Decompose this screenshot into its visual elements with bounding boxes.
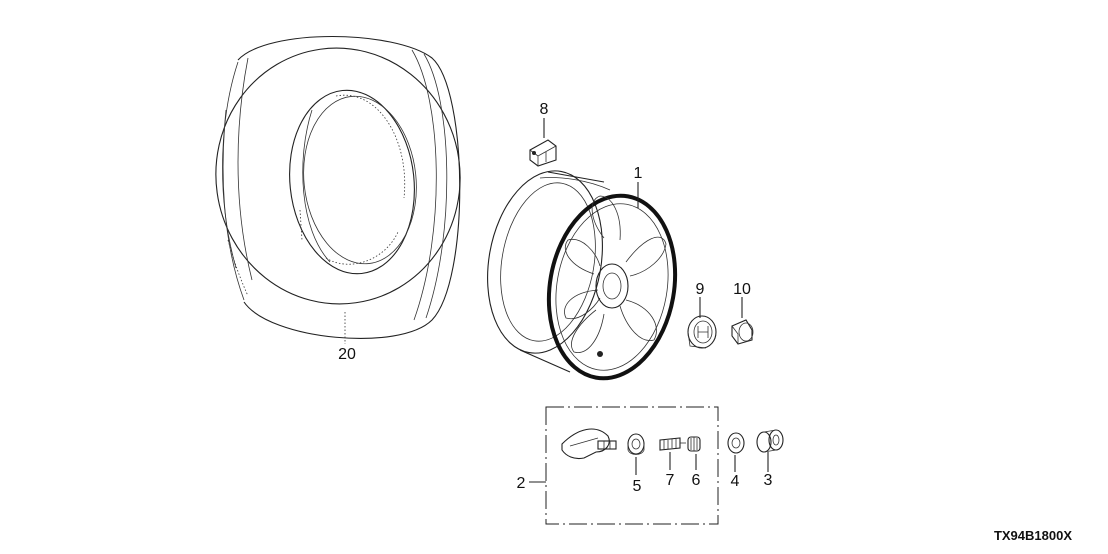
balance-weight-drawing <box>529 139 557 167</box>
center-cap-drawing <box>687 315 717 349</box>
part-label-8: 8 <box>540 101 549 118</box>
part-label-2: 2 <box>517 475 526 492</box>
part-label-10: 10 <box>733 281 751 298</box>
part-label-9: 9 <box>696 281 705 298</box>
grommet-drawing <box>756 429 784 453</box>
part-label-3: 3 <box>764 472 773 489</box>
part-label-20: 20 <box>338 346 356 363</box>
part-label-1: 1 <box>634 165 643 182</box>
washer-drawing <box>727 432 745 454</box>
part-label-6: 6 <box>692 472 701 489</box>
tpms-group-box <box>545 406 719 525</box>
valve-core-drawing <box>659 437 686 451</box>
part-label-4: 4 <box>731 473 740 490</box>
wheel-nut-drawing <box>731 319 754 345</box>
part-label-7: 7 <box>666 472 675 489</box>
wheel-drawing <box>487 170 678 381</box>
tpms-sensor-drawing <box>561 428 617 460</box>
part-label-5: 5 <box>633 478 642 495</box>
valve-nut-drawing <box>627 433 645 455</box>
diagram-code: TX94B1800X <box>994 528 1072 543</box>
valve-cap-drawing <box>687 436 701 452</box>
tire-drawing <box>215 36 461 339</box>
